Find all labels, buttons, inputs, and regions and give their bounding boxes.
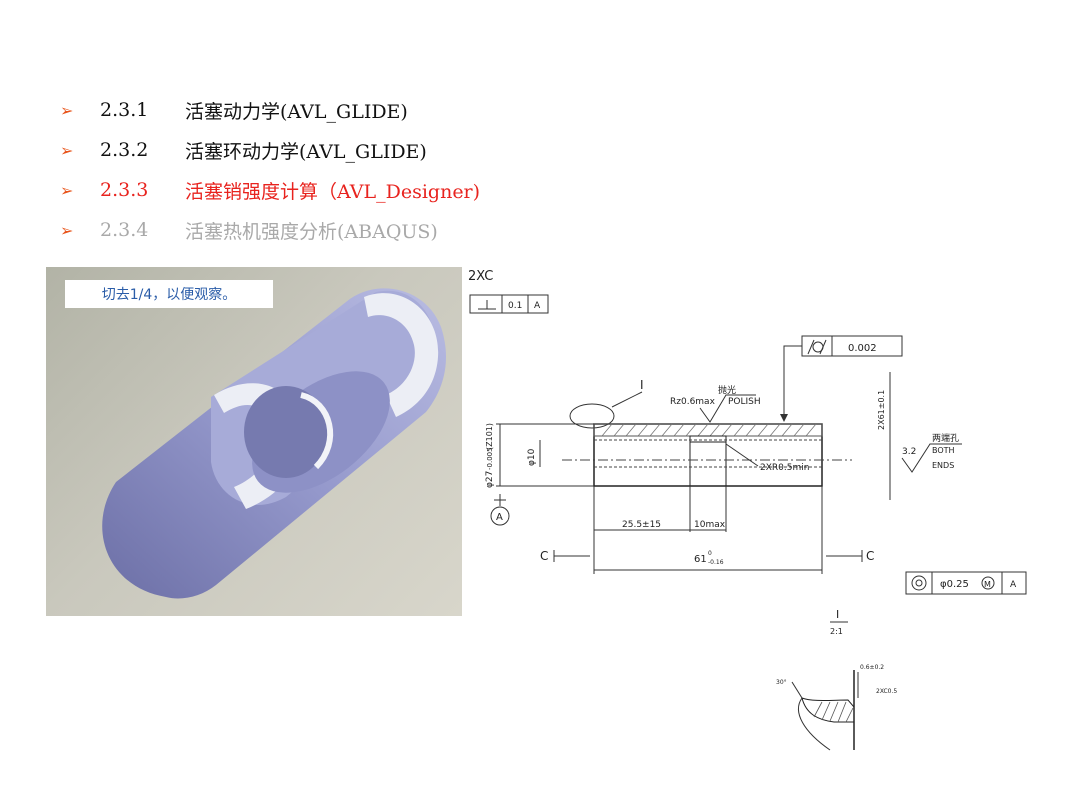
length: 61	[694, 554, 707, 565]
topic-number: 2.3.1	[100, 99, 149, 121]
id-label: φ10	[527, 448, 537, 466]
datum-label: A	[496, 512, 503, 523]
ends: ENDS	[932, 461, 954, 470]
perpendicularity-icon	[478, 300, 496, 310]
arrow-bullet-icon: ➢	[60, 140, 74, 160]
arrow-bullet-icon: ➢	[60, 220, 74, 240]
dim-b: 10max	[694, 520, 726, 530]
cyl-tol: 0.002	[848, 343, 877, 354]
topic-number: 2.3.4	[100, 219, 149, 241]
fillet: 2XR0.5min	[760, 463, 809, 473]
datum-a-icon	[490, 506, 510, 526]
topic-item: ➢ 2.3.4 活塞热机强度分析(ABAQUS)	[60, 210, 480, 250]
both: BOTH	[932, 446, 955, 455]
length-tol-lower: -0.16	[708, 559, 724, 566]
roughness-symbol-icon	[699, 394, 756, 423]
detail-chamfer: 2XC0.5	[876, 688, 897, 695]
perp-tol: 0.1	[508, 301, 522, 311]
coax-mod: M	[984, 580, 991, 589]
topic-title: 活塞销强度计算（AVL_Designer)	[185, 180, 481, 203]
topic-list: ➢ 2.3.1 活塞动力学(AVL_GLIDE) ➢ 2.3.2 活塞环动力学(…	[60, 90, 480, 250]
topic-item-active: ➢ 2.3.3 活塞销强度计算（AVL_Designer)	[60, 170, 480, 210]
detail-dim1: 0.6±0.2	[860, 664, 884, 671]
section-c-left: C	[540, 549, 548, 563]
polish-cn: 抛光	[718, 384, 736, 396]
ends-cn: 两端孔	[932, 432, 959, 444]
topic-title: 活塞热机强度分析(ABAQUS)	[185, 220, 438, 243]
perp-frame	[469, 294, 549, 314]
coax-frame	[905, 571, 1027, 595]
topic-number: 2.3.2	[100, 139, 149, 161]
coaxiality-icon	[911, 575, 927, 591]
detail-title: I	[836, 608, 839, 621]
detail-angle: 30°	[776, 679, 787, 686]
length-tol: 2X61±0.1	[877, 390, 886, 430]
hatched-wall	[593, 423, 823, 437]
coax-datum: A	[1010, 580, 1017, 590]
topic-title: 活塞环动力学(AVL_GLIDE)	[185, 140, 427, 163]
topic-item: ➢ 2.3.1 活塞动力学(AVL_GLIDE)	[60, 90, 480, 130]
section-label: 2XC	[468, 269, 493, 284]
coax-tol: φ0.25	[940, 579, 969, 590]
od-tol: -0.005	[486, 447, 494, 470]
polish-en: POLISH	[728, 397, 761, 407]
mmc-icon	[981, 576, 995, 590]
topic-number: 2.3.3	[100, 179, 149, 201]
od-label: φ27	[485, 471, 495, 488]
length-tol-upper: 0	[708, 550, 712, 557]
model-note: 切去1/4，以便观察。	[65, 280, 273, 308]
section-c-right: C	[866, 549, 874, 563]
detail-ref: I	[640, 378, 644, 392]
roughness: Rz0.6max	[670, 397, 716, 407]
perp-datum: A	[534, 301, 541, 311]
pin-3d-render	[102, 288, 446, 599]
dim-a: 25.5±15	[622, 520, 661, 530]
topic-item: ➢ 2.3.2 活塞环动力学(AVL_GLIDE)	[60, 130, 480, 170]
ends-roughness: 3.2	[902, 447, 916, 457]
engineering-drawing: 2XC 0.1 A 0.002 I 抛光 Rz0.6max POLISH φ27…	[468, 269, 1027, 751]
detail-section	[801, 697, 855, 723]
arrow-bullet-icon: ➢	[60, 100, 74, 120]
arrow-bullet-icon: ➢	[60, 180, 74, 200]
piston-pin-model-image: 切去1/4，以便观察。	[46, 267, 462, 616]
topic-title: 活塞动力学(AVL_GLIDE)	[185, 100, 408, 123]
detail-scale: 2:1	[830, 627, 843, 636]
ends-roughness-icon	[901, 443, 962, 473]
od-note: (Z101)	[485, 423, 494, 450]
